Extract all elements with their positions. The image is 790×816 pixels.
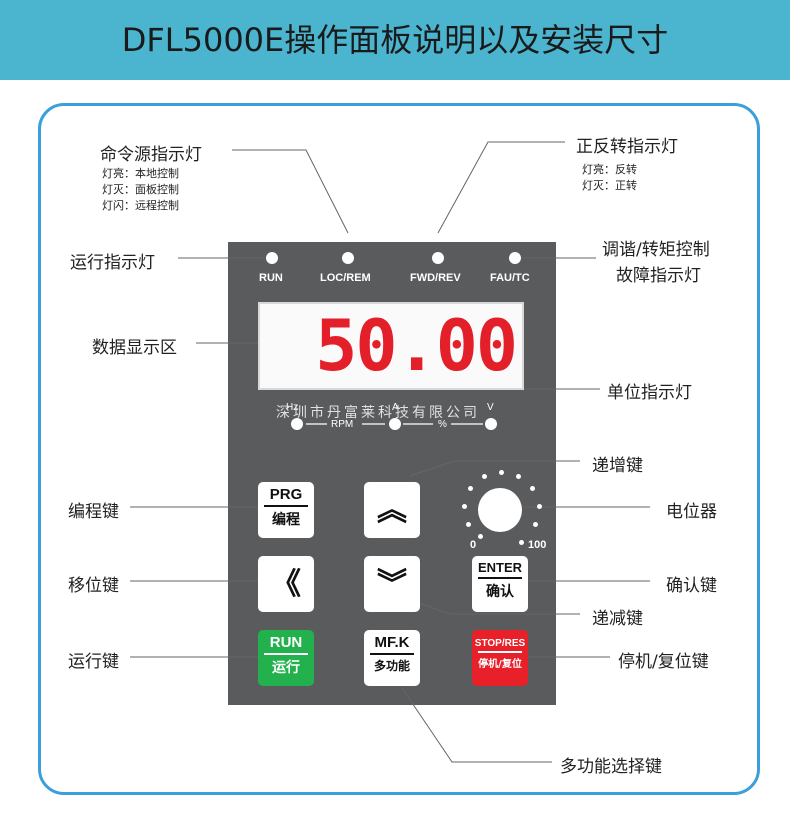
led-display: [258, 302, 524, 390]
knob-tick: [499, 470, 504, 475]
run-key-divider: [264, 653, 308, 655]
display-value: 50.00: [315, 305, 518, 387]
indicator-fwd-rev-label: FWD/REV: [410, 272, 461, 284]
enter-key[interactable]: ENTER 确认: [472, 556, 528, 612]
knob-tick: [519, 540, 524, 545]
prg-key-divider: [264, 505, 308, 507]
unit-percent: %: [438, 419, 447, 430]
diagram-frame: [38, 103, 760, 795]
knob-tick: [516, 474, 521, 479]
led-unit-hz: [291, 418, 303, 430]
down-arrow-icon: ︾: [377, 567, 407, 602]
label-potentiometer: 电位器: [666, 502, 717, 522]
led-run: [266, 252, 278, 264]
unit-a: A: [392, 402, 399, 413]
prg-key-bottom: 编程: [272, 512, 300, 528]
unit-v: V: [487, 402, 494, 413]
knob-tick: [468, 486, 473, 491]
leader-fwd-rev: [437, 141, 565, 234]
label-decrement-key: 递减键: [592, 609, 643, 629]
label-run-indicator: 运行指示灯: [70, 253, 155, 273]
label-confirm-key: 确认键: [666, 576, 717, 596]
indicator-loc-rem-label: LOC/REM: [320, 272, 371, 284]
knob-tick: [462, 504, 467, 509]
unit-hz: Hz: [286, 402, 299, 413]
knob-tick: [533, 522, 538, 527]
indicator-run-label: RUN: [259, 272, 283, 284]
up-arrow-icon: ︽: [377, 493, 407, 528]
watermark: 深圳市丹富莱科技有限公司: [276, 405, 480, 421]
down-key[interactable]: ︾: [364, 556, 420, 612]
stop-reset-key[interactable]: STOP/RES 停机/复位: [472, 630, 528, 686]
unit-rpm: RPM: [331, 419, 354, 430]
knob-tick: [537, 504, 542, 509]
page-title: DFL5000E操作面板说明以及安装尺寸: [121, 21, 669, 59]
note-fwd-2: 灯灭：正转: [582, 179, 637, 192]
indicator-fau-tc-label: FAU/TC: [490, 272, 530, 284]
led-loc-rem: [342, 252, 354, 264]
mfk-key-bottom: 多功能: [373, 659, 410, 673]
label-unit-indicator: 单位指示灯: [607, 383, 692, 403]
knob-max-label: 100: [528, 539, 547, 551]
mfk-key[interactable]: MF.K 多功能: [364, 630, 420, 686]
led-unit-a: [389, 418, 401, 430]
leader-multi-func: [401, 687, 552, 763]
led-fwd-rev: [432, 252, 444, 264]
enter-key-top: ENTER: [477, 560, 523, 575]
run-key-top: RUN: [269, 634, 303, 651]
knob-tick: [478, 534, 483, 539]
run-key[interactable]: RUN 运行: [258, 630, 314, 686]
note-cmd-2: 灯灭：面板控制: [102, 183, 179, 196]
led-fau-tc: [509, 252, 521, 264]
leader-increment: [409, 460, 580, 477]
label-display-area: 数据显示区: [92, 338, 177, 358]
label-increment-key: 递增键: [592, 456, 643, 476]
led-unit-v: [485, 418, 497, 430]
knob-tick: [482, 474, 487, 479]
label-shift-key: 移位键: [68, 576, 119, 596]
leader-decrement: [415, 601, 580, 615]
label-stop-reset-key: 停机/复位键: [618, 652, 709, 672]
prg-key-top: PRG: [269, 486, 303, 503]
note-cmd-1: 灯亮：本地控制: [102, 167, 179, 180]
label-run-key: 运行键: [68, 652, 119, 672]
run-key-bottom: 运行: [272, 660, 300, 676]
shift-key[interactable]: 《: [258, 556, 314, 612]
note-fwd-1: 灯亮：反转: [582, 163, 637, 176]
label-tuning-2: 故障指示灯: [616, 266, 701, 286]
stop-key-divider: [478, 651, 522, 653]
potentiometer-knob[interactable]: [478, 488, 522, 532]
mfk-key-divider: [370, 653, 414, 655]
label-multi-func-key: 多功能选择键: [560, 757, 662, 777]
knob-min-label: 0: [470, 539, 477, 551]
prg-key[interactable]: PRG 编程: [258, 482, 314, 538]
shift-arrow-icon: 《: [271, 567, 301, 602]
label-fwd-rev: 正反转指示灯: [576, 137, 678, 157]
stop-key-bottom: 停机/复位: [478, 659, 522, 670]
stop-key-top: STOP/RES: [474, 638, 526, 649]
mfk-key-top: MF.K: [374, 634, 410, 651]
title-banner: [0, 0, 790, 80]
label-tuning-1: 调谐/转矩控制: [602, 240, 710, 260]
label-program-key: 编程键: [68, 502, 119, 522]
leader-cmd-source: [232, 149, 349, 234]
note-cmd-3: 灯闪：远程控制: [102, 199, 179, 212]
enter-key-bottom: 确认: [486, 584, 514, 600]
up-key[interactable]: ︽: [364, 482, 420, 538]
knob-tick: [530, 486, 535, 491]
enter-key-divider: [478, 577, 522, 579]
knob-tick: [466, 522, 471, 527]
label-cmd-source: 命令源指示灯: [100, 145, 202, 165]
